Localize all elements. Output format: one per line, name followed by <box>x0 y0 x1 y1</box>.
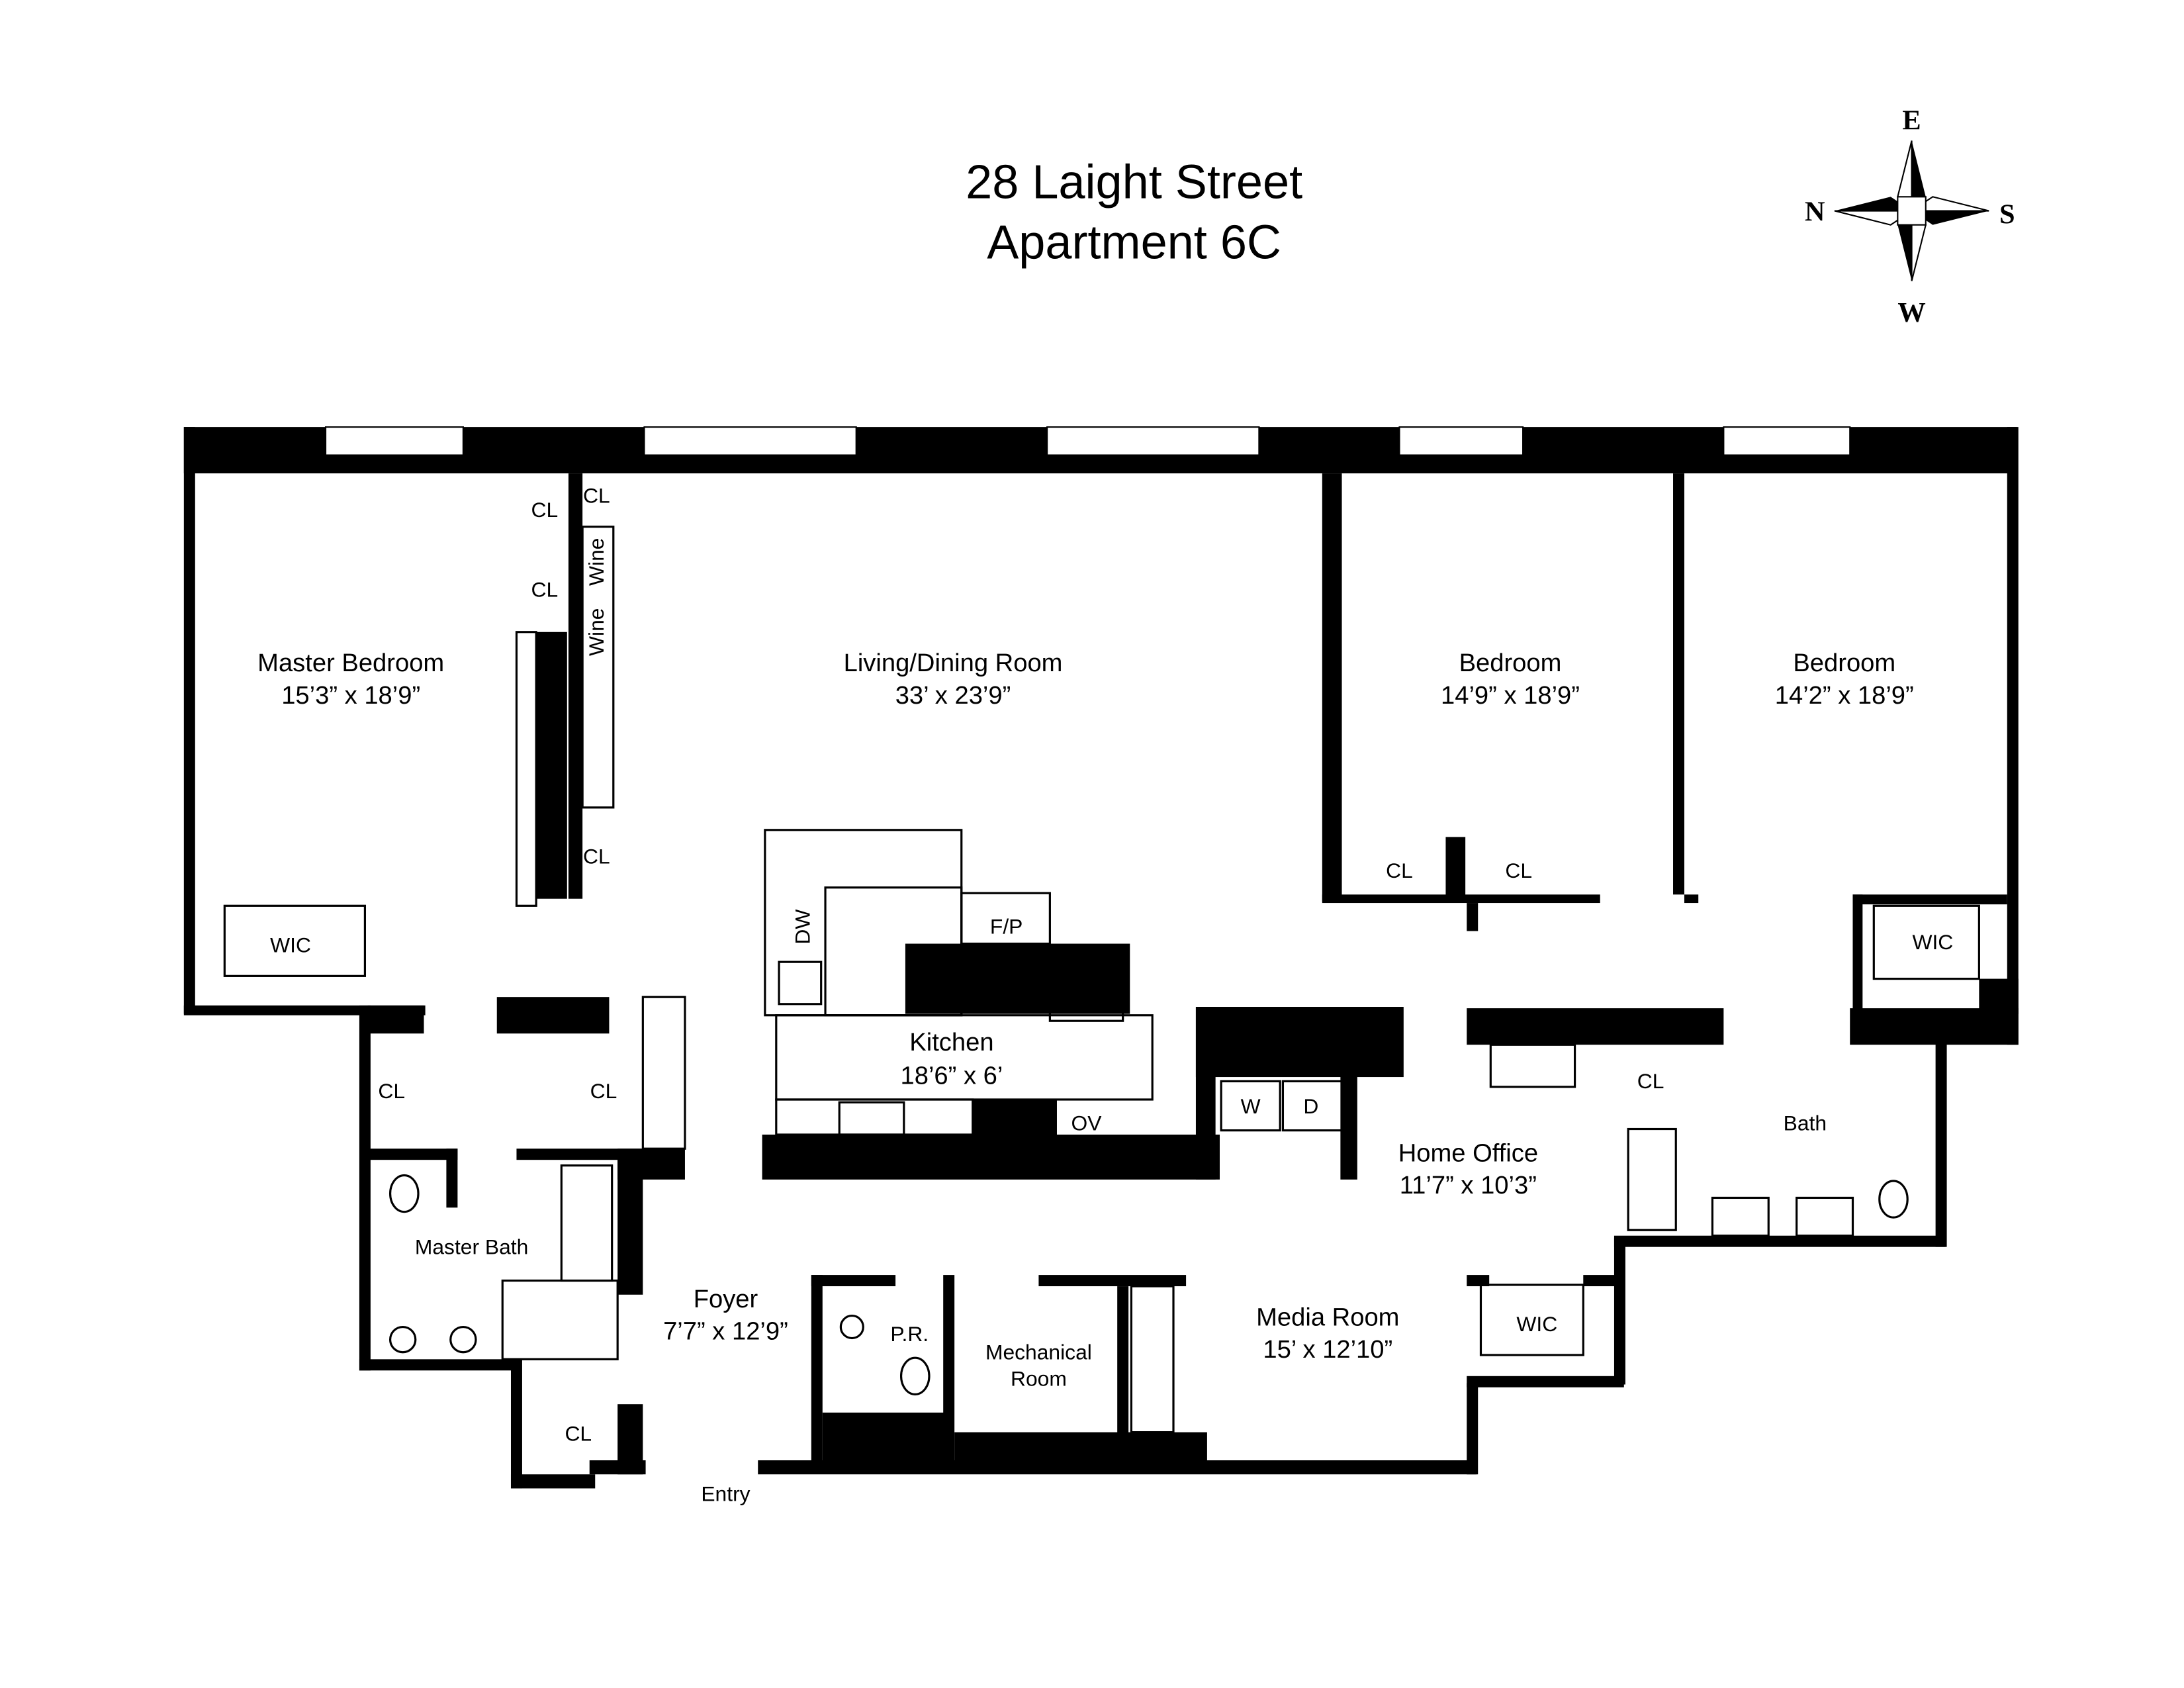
closet-label: CL <box>531 578 559 602</box>
closet-label: CL <box>583 845 610 868</box>
room-home-office-name: Home Office <box>1398 1139 1538 1167</box>
room-bedroom-1-name: Bedroom <box>1459 649 1562 677</box>
compass-icon <box>1834 140 1989 281</box>
refrigerator-label: REF <box>1064 988 1107 1011</box>
washer-label: W <box>1241 1094 1261 1118</box>
closet-label: CL <box>531 498 559 522</box>
room-living-dining-dims: 33’ x 23’9” <box>895 681 1011 710</box>
dishwasher-label: DW <box>791 910 815 945</box>
room-master-bedroom-dims: 15’3” x 18’9” <box>281 681 420 710</box>
walk-in-closet-label: WIC <box>1912 930 1953 954</box>
walk-in-closet-label: WIC <box>1516 1312 1557 1336</box>
closet-label: CL <box>1386 859 1413 882</box>
room-kitchen-dims: 18’6” x 6’ <box>901 1062 1003 1090</box>
closet-label: CL <box>590 1079 617 1103</box>
room-master-bath-name: Master Bath <box>415 1235 528 1258</box>
fixtures <box>223 526 1980 1434</box>
walls <box>183 427 2019 1489</box>
fireplace-label: F/P <box>990 915 1023 939</box>
room-living-dining-name: Living/Dining Room <box>844 649 1063 677</box>
room-home-office-dims: 11’7” x 10’3” <box>1400 1171 1537 1199</box>
room-mechanical-line1: Mechanical <box>985 1340 1092 1364</box>
room-bedroom-2-dims: 14’2” x 18’9” <box>1775 681 1914 710</box>
closet-label: CL <box>1505 859 1532 882</box>
entry-label: Entry <box>701 1482 750 1506</box>
windows <box>324 426 1851 456</box>
compass-south: S <box>1999 199 2015 230</box>
room-media-room-dims: 15’ x 12’10” <box>1263 1335 1392 1364</box>
room-bedroom-1-dims: 14’9” x 18’9” <box>1441 681 1580 710</box>
compass-north: N <box>1805 196 1825 227</box>
room-powder-room-name: P.R. <box>890 1322 929 1346</box>
compass-west: W <box>1897 297 1925 328</box>
title-address: 28 Laight Street <box>966 156 1302 209</box>
closet-label: CL <box>565 1421 592 1445</box>
oven-label: OV <box>1071 1111 1103 1135</box>
room-foyer-dims: 7’7” x 12’9” <box>663 1317 788 1346</box>
title-apartment: Apartment 6C <box>987 216 1281 269</box>
room-master-bedroom-name: Master Bedroom <box>257 649 444 677</box>
room-bedroom-2-name: Bedroom <box>1793 649 1895 677</box>
room-media-room-name: Media Room <box>1256 1303 1399 1331</box>
room-foyer-name: Foyer <box>694 1285 758 1313</box>
walk-in-closet-label: WIC <box>270 933 311 957</box>
room-kitchen-name: Kitchen <box>909 1028 993 1056</box>
closet-label: CL <box>378 1079 405 1103</box>
compass-east: E <box>1902 105 1921 136</box>
wine-label: Wine <box>584 538 608 585</box>
wine-label: Wine <box>584 608 608 656</box>
room-bath-name: Bath <box>1784 1111 1827 1135</box>
room-mechanical-line2: Room <box>1011 1367 1067 1391</box>
dryer-label: D <box>1303 1094 1318 1118</box>
closet-label: CL <box>1637 1069 1664 1093</box>
closet-label: CL <box>583 484 610 508</box>
